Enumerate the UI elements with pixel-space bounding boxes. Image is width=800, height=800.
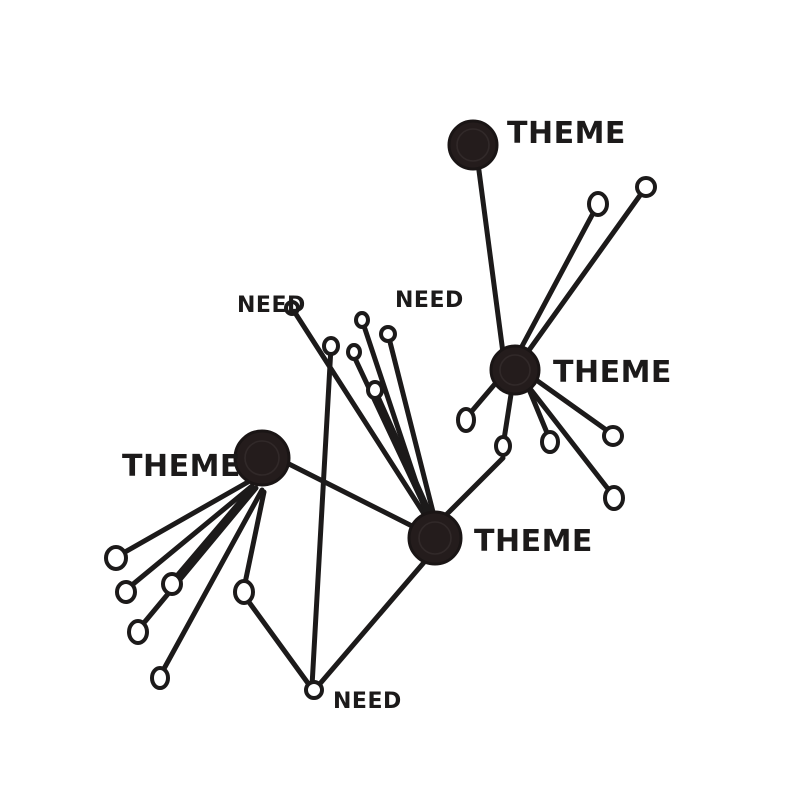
edge-left-theme-node [167,487,253,587]
edge-left-theme-node [123,483,255,593]
theme-label-left: THEME [122,449,241,484]
edge-left-theme-node [241,489,267,591]
edge-center-theme-need [289,305,431,523]
need-node [115,580,137,604]
edge-center-theme-bottom-need [315,557,429,689]
edge-right-theme-node [509,201,601,368]
need-node [104,545,128,571]
need-node [233,579,255,605]
theme-label-top: THEME [507,116,626,151]
need-node [322,336,340,356]
edge-center-theme-need [385,331,437,519]
theme-label-right: THEME [553,355,672,390]
theme-node-right [489,344,541,396]
need-node [379,325,397,343]
need-node [304,680,324,700]
need-node [587,191,609,217]
edge-left-theme-node [135,485,259,633]
edge-center-theme-left-theme [282,459,415,529]
need-node [602,425,624,447]
edge-right-theme-node [525,383,615,497]
theme-label-center: THEME [474,524,593,559]
edges [115,145,649,689]
edge-right-theme-node [519,184,649,363]
edge-bottom-need-node [243,595,313,689]
need-node [346,343,362,361]
edge-right-theme-node [529,374,615,437]
edge-center-theme-node [440,455,506,521]
need-node [540,430,560,454]
theme-nodes [233,119,541,566]
labels: THEME THEME THEME THEME NEED NEED NEED [122,116,672,714]
need-label-upper-left: NEED [237,293,306,318]
need-node [150,666,170,690]
edge-left-theme-node [157,487,265,679]
need-label-bottom: NEED [333,689,402,714]
need-node [354,311,370,329]
theme-node-left [233,429,291,487]
theme-node-center [407,510,463,566]
edge-center-theme-node [372,387,435,521]
theme-node-top [447,119,499,171]
need-node [127,619,149,645]
edge-bottom-need-node [309,344,334,689]
need-node [366,380,384,400]
need-node [635,176,657,198]
need-nodes [104,176,657,700]
need-node [494,435,512,457]
need-node [161,572,183,596]
need-node [603,485,625,511]
need-node [284,300,300,316]
edge-left-theme-node [115,479,251,559]
edge-top-theme-right-theme [473,145,508,371]
need-label-upper-right: NEED [395,288,464,313]
need-node [456,407,476,433]
